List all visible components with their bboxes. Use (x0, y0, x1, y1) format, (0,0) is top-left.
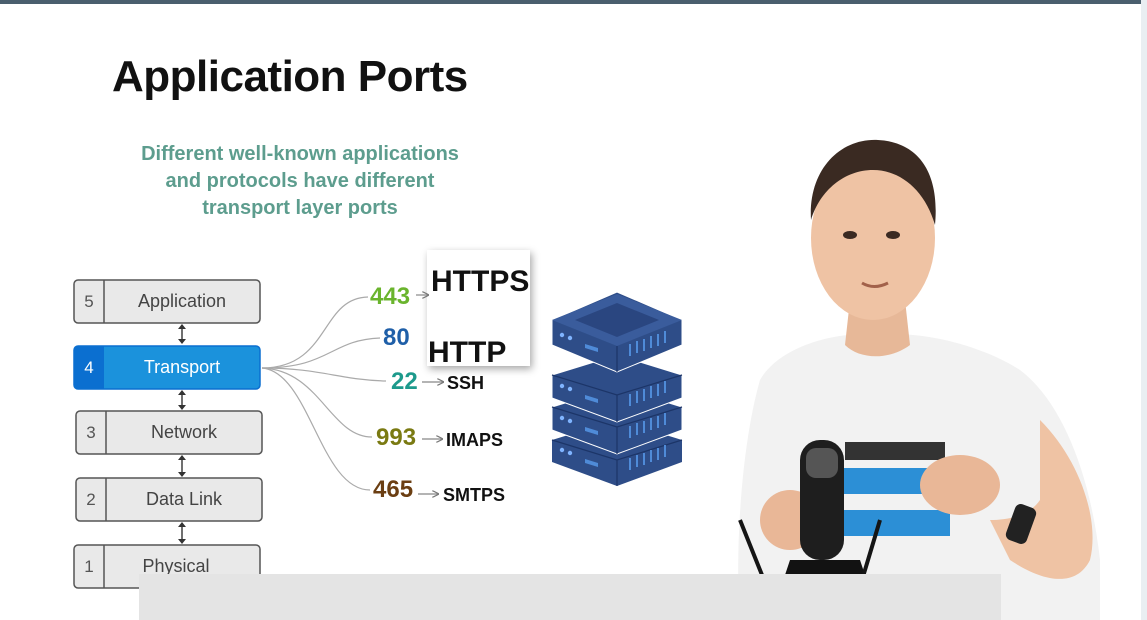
server-unit-top (551, 291, 683, 373)
port-number: 993 (376, 424, 416, 451)
layer-number: 1 (84, 557, 93, 576)
port-row-imaps: 993 IMAPS (376, 424, 503, 451)
server-unit (551, 354, 683, 423)
port-number: 22 (391, 368, 418, 395)
subtitle-line: Different well-known applications (141, 143, 459, 165)
layer-number: 2 (86, 490, 95, 509)
layer-data-link: 2 Data Link (75, 477, 263, 522)
layer-application: 5 Application (73, 279, 261, 324)
slide-title: Application Ports (112, 52, 468, 101)
layer-number: 4 (84, 358, 93, 377)
subtitle-line: transport layer ports (202, 197, 398, 219)
port-number: 80 (383, 324, 410, 351)
layer-connector (178, 390, 186, 410)
port-row-http: 80 HTTP (383, 324, 506, 369)
server-stack-icon (551, 291, 683, 486)
layer-network: 3 Network (75, 410, 263, 455)
port-fanout-lines (261, 296, 387, 491)
presenter-video (738, 139, 1100, 620)
subtitle-line: and protocols have different (165, 170, 435, 192)
protocol-name: HTTP (428, 336, 506, 369)
layer-connector (178, 324, 186, 344)
layer-name: Network (151, 422, 218, 442)
layer-number: 5 (84, 292, 93, 311)
layer-transport: 4 Transport (73, 345, 261, 390)
osi-layer-stack: 5 Application 4 Transport 3 Netwo (73, 279, 263, 589)
port-row-https: 443 HTTPS (370, 265, 529, 310)
layer-connector (178, 522, 186, 544)
protocol-name: SMTPS (443, 485, 505, 505)
protocol-name: HTTPS (431, 265, 529, 298)
caption-bar (139, 574, 1001, 620)
port-row-smtps: 465 SMTPS (373, 476, 505, 505)
layer-name: Transport (144, 357, 220, 377)
top-bar (0, 0, 1147, 4)
port-row-ssh: 22 SSH (391, 368, 484, 395)
slide-subtitle: Different well-known applications and pr… (110, 141, 490, 222)
port-number: 465 (373, 476, 413, 503)
layer-connector (178, 455, 186, 477)
right-edge (1141, 0, 1147, 620)
port-number: 443 (370, 283, 410, 310)
layer-number: 3 (86, 423, 95, 442)
layer-name: Application (138, 291, 226, 311)
layer-name: Data Link (146, 489, 223, 509)
layer-name: Physical (142, 556, 209, 576)
protocol-highlight-card (427, 250, 530, 366)
protocol-name: SSH (447, 373, 484, 393)
protocol-name: IMAPS (446, 430, 503, 450)
